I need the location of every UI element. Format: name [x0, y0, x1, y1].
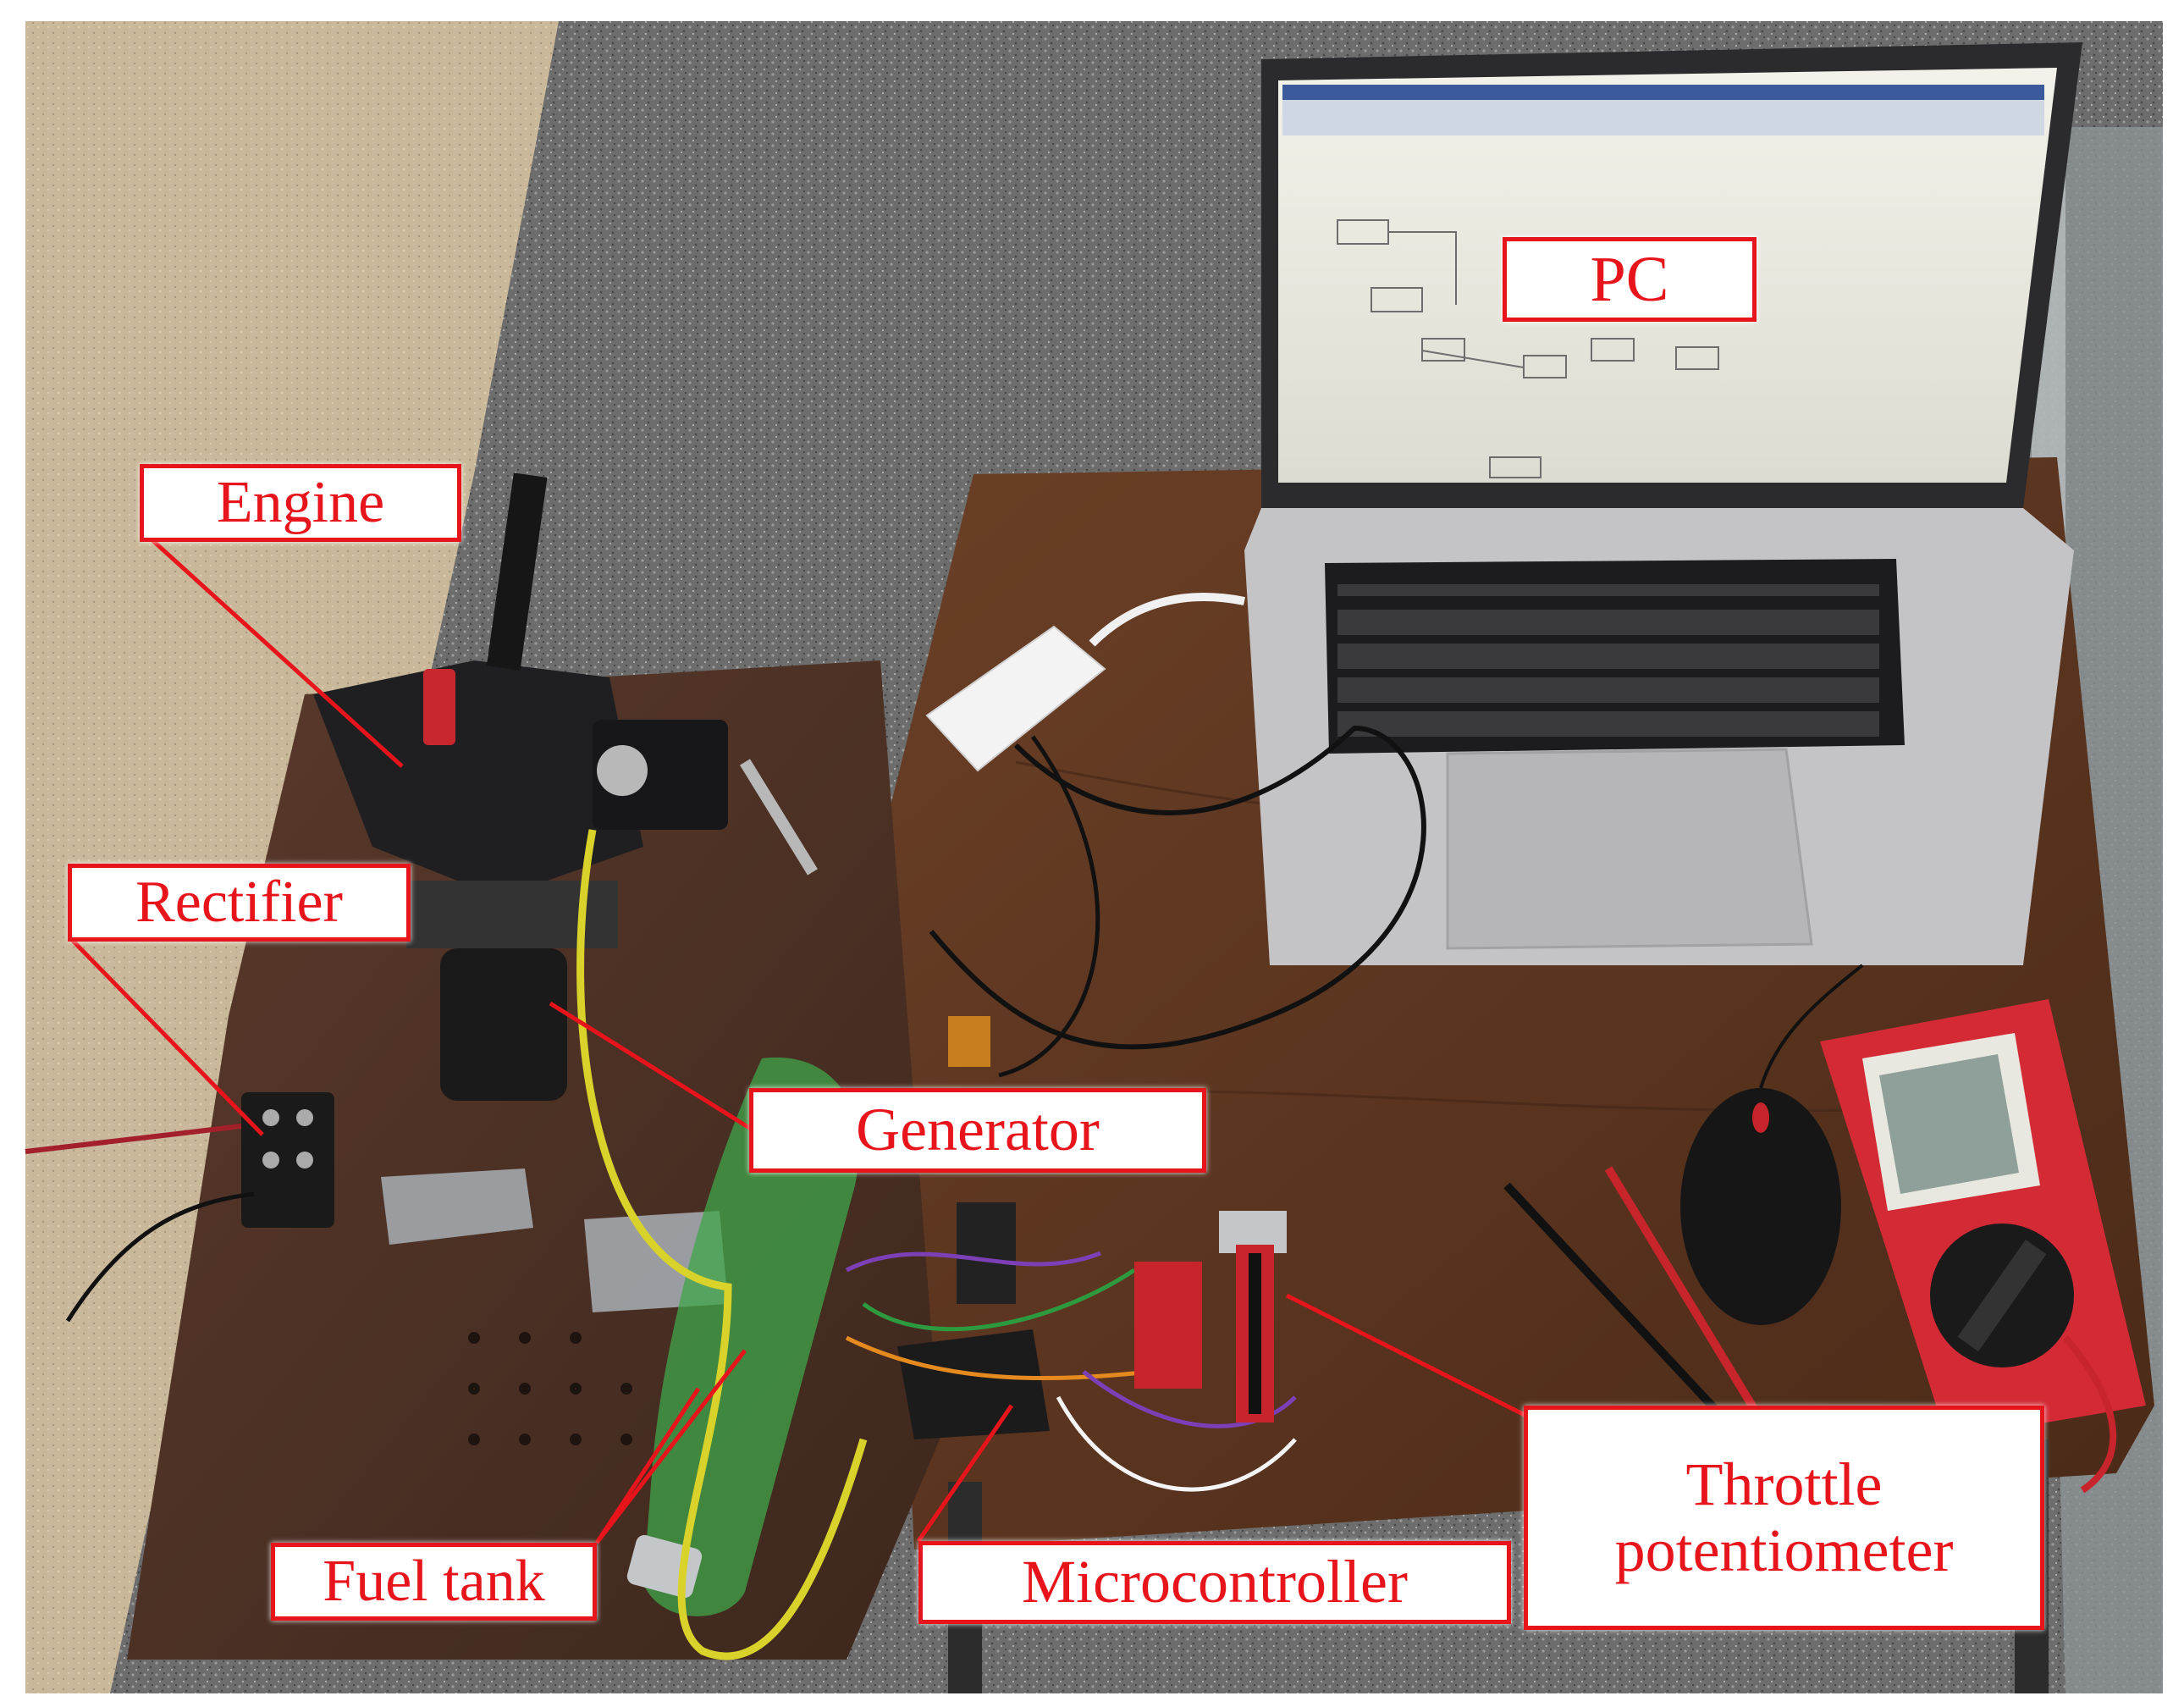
engine-label-text: Engine — [216, 470, 385, 536]
engine — [313, 472, 818, 898]
microcontroller-callout-line — [916, 1404, 1014, 1543]
fuel-tank — [576, 829, 868, 1660]
rectifier-label-text: Rectifier — [135, 870, 343, 936]
throttle-potentiometer — [1134, 1211, 1287, 1422]
microcontroller-label-text: Microcontroller — [1022, 1548, 1408, 1616]
fuel-tank-label-text: Fuel tank — [323, 1549, 545, 1615]
throttle-label-line1: Throttle — [1685, 1450, 1883, 1518]
pc-label: PC — [1503, 237, 1757, 322]
computer-mouse — [1680, 964, 1864, 1325]
multimeter — [1503, 999, 2146, 1494]
generator-label: Generator — [749, 1088, 1206, 1173]
engine-callout-line — [151, 539, 404, 768]
microcontroller-label: Microcontroller — [918, 1541, 1511, 1624]
usb-hub-and-cables — [925, 593, 1426, 1078]
throttle-label-line2: potentiometer — [1614, 1516, 1954, 1584]
pc-label-text: PC — [1590, 243, 1669, 315]
throttle-callout-line — [1285, 1293, 1530, 1419]
throttle-potentiometer-label: Throttle potentiometer — [1524, 1406, 2044, 1630]
rectifier-label: Rectifier — [68, 864, 411, 942]
fuel-tank-callout-line-2 — [595, 1349, 747, 1544]
generator-label-text: Generator — [856, 1096, 1100, 1164]
engine-label: Engine — [140, 464, 461, 542]
rectifier — [25, 1092, 334, 1323]
rectifier-callout-line — [70, 938, 264, 1136]
fuel-tank-label: Fuel tank — [271, 1543, 597, 1621]
callout-lines — [70, 539, 1530, 1544]
laptop — [1244, 42, 2082, 965]
microcontroller — [845, 1016, 1297, 1492]
generator-callout-line — [549, 1001, 755, 1133]
fuel-tank-callout-line — [594, 1387, 701, 1544]
